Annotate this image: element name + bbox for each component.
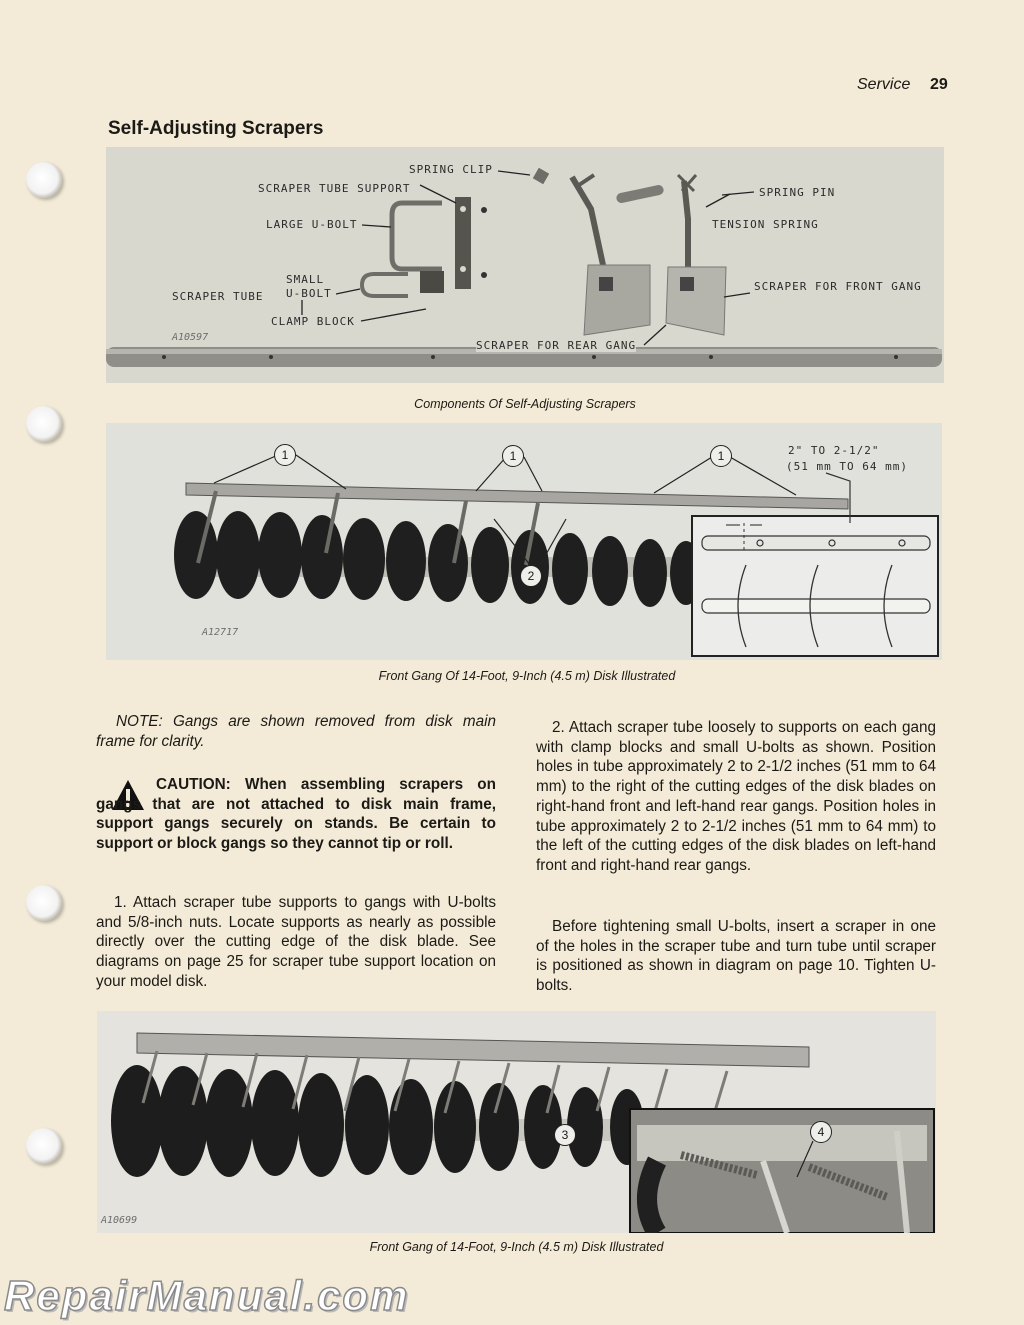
- watermark: RepairManual.com: [3, 1271, 410, 1320]
- step-2-text: 2. Attach scraper tube loosely to suppor…: [536, 719, 936, 874]
- binder-hole: [26, 162, 62, 198]
- figure-caption: Components Of Self-Adjusting Scrapers: [414, 397, 636, 411]
- label-scraper-front-gang: SCRAPER FOR FRONT GANG: [754, 280, 922, 293]
- label-tension-spring: TENSION SPRING: [712, 218, 819, 231]
- step-3-text: Before tightening small U-bolts, insert …: [536, 918, 936, 995]
- caution-text: CAUTION: When assembling scrapers on gan…: [96, 776, 496, 853]
- page-number: 29: [930, 76, 948, 93]
- callout-1: 1: [502, 445, 524, 467]
- figure-id: A12717: [202, 627, 239, 638]
- assembled-gang-photo: 3 4 A10699: [97, 1011, 936, 1233]
- front-gang-photo: 1 1 1 2 2" TO 2-1/2" (51 mm TO 64 mm) A1…: [106, 423, 942, 660]
- callout-2: 2: [520, 565, 542, 587]
- label-scraper-tube-support: SCRAPER TUBE SUPPORT: [258, 182, 411, 195]
- callout-1: 1: [274, 444, 296, 466]
- label-large-u-bolt: LARGE U-BOLT: [266, 218, 358, 231]
- caution-icon: [110, 778, 146, 812]
- label-spring-clip: SPRING CLIP: [409, 163, 493, 176]
- figure-caption: Front Gang Of 14-Foot, 9-Inch (4.5 m) Di…: [378, 669, 676, 683]
- note-text: NOTE: Gangs are shown removed from disk …: [96, 713, 496, 750]
- figure-id: A10597: [172, 332, 209, 343]
- label-small-u-bolt-line2: U-BOLT: [286, 287, 332, 300]
- binder-hole: [26, 406, 62, 442]
- callout-3: 3: [554, 1124, 576, 1146]
- callout-4: 4: [810, 1121, 832, 1143]
- label-clamp-block: CLAMP BLOCK: [271, 315, 355, 328]
- figure-id: A10699: [101, 1215, 138, 1226]
- assembled-gang-illustration: [111, 1032, 935, 1233]
- label-scraper-rear-gang: SCRAPER FOR REAR GANG: [476, 339, 637, 352]
- section-title: Self-Adjusting Scrapers: [108, 118, 324, 139]
- figure-caption: Front Gang of 14-Foot, 9-Inch (4.5 m) Di…: [369, 1240, 664, 1254]
- label-small-u-bolt-line1: SMALL: [286, 273, 325, 286]
- callout-1: 1: [710, 445, 732, 467]
- label-spring-pin: SPRING PIN: [759, 186, 836, 199]
- running-head: Service: [857, 76, 911, 93]
- dimension-label-metric: (51 mm TO 64 mm): [786, 460, 908, 473]
- label-scraper-tube: SCRAPER TUBE: [172, 290, 264, 303]
- step-1-text: 1. Attach scraper tube supports to gangs…: [96, 894, 496, 990]
- dimension-label: 2" TO 2-1/2": [788, 444, 880, 457]
- components-photo: SPRING CLIP SCRAPER TUBE SUPPORT LARGE U…: [106, 147, 944, 383]
- binder-hole: [26, 885, 62, 921]
- binder-hole: [26, 1128, 62, 1164]
- front-gang-illustration: [174, 454, 939, 657]
